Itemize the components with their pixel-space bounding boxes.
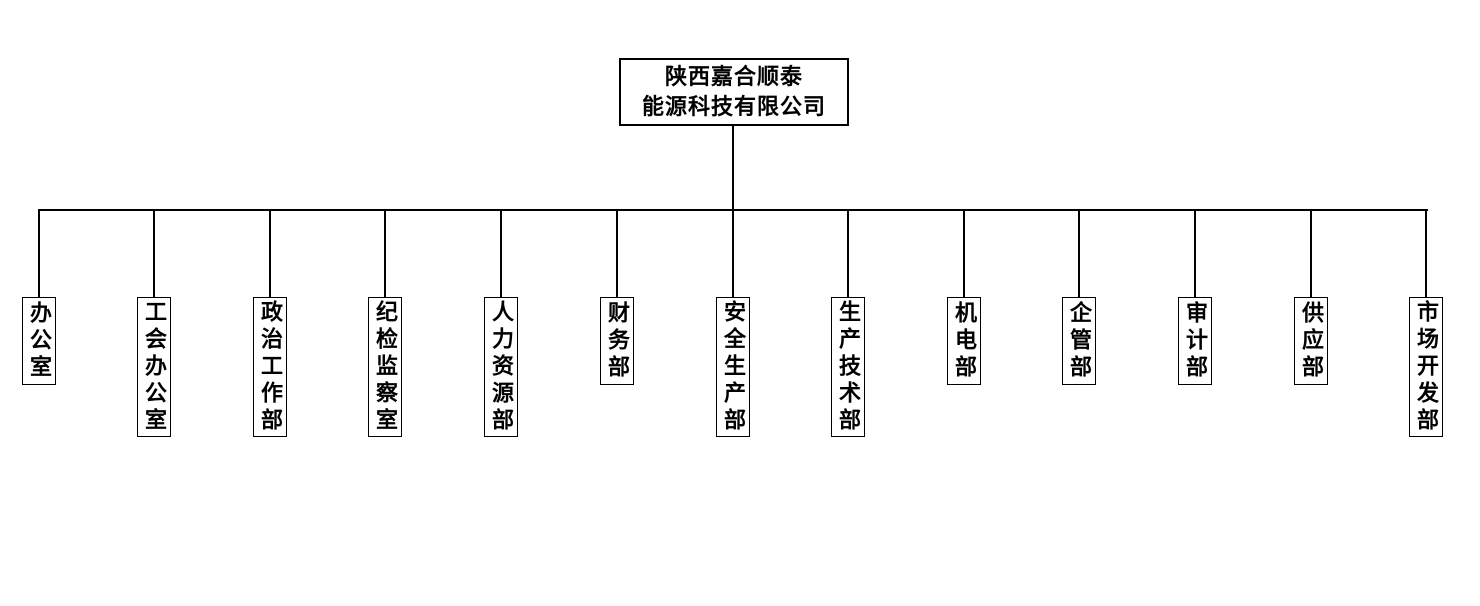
connector-drop [847, 209, 849, 298]
dept-box-production-technology: 生产技术部 [831, 297, 865, 437]
dept-box-political-work: 政治工作部 [253, 297, 287, 437]
dept-label: 供应部 [1299, 300, 1324, 382]
dept-box-discipline-inspection: 纪检监察室 [368, 297, 402, 437]
dept-box-finance: 财务部 [600, 297, 634, 385]
dept-label: 机电部 [952, 300, 977, 382]
org-root-box: 陕西嘉合顺泰 能源科技有限公司 [619, 58, 849, 126]
connector-drop [732, 209, 734, 298]
connector-drop [963, 209, 965, 298]
dept-label: 工会办公室 [142, 299, 167, 435]
dept-box-market-development: 市场开发部 [1409, 297, 1443, 437]
dept-box-audit: 审计部 [1178, 297, 1212, 385]
connector-drop [500, 209, 502, 298]
dept-box-safety-production: 安全生产部 [716, 297, 750, 437]
dept-label: 市场开发部 [1414, 299, 1439, 435]
dept-label: 财务部 [605, 300, 630, 382]
dept-box-mechanical-electrical: 机电部 [947, 297, 981, 385]
dept-box-supply: 供应部 [1294, 297, 1328, 385]
connector-drop [269, 209, 271, 298]
connector-drop [1310, 209, 1312, 298]
dept-label: 人力资源部 [489, 299, 514, 435]
dept-box-office: 办公室 [22, 297, 56, 385]
dept-label: 办公室 [27, 300, 52, 382]
company-name-line-1: 陕西嘉合顺泰 [664, 64, 803, 89]
connector-drop [616, 209, 618, 298]
connector-drop [153, 209, 155, 298]
dept-label: 政治工作部 [258, 299, 283, 435]
connector-drop [1194, 209, 1196, 298]
dept-label: 审计部 [1183, 300, 1208, 382]
dept-label: 纪检监察室 [373, 299, 398, 435]
company-name-line-2: 能源科技有限公司 [641, 94, 826, 119]
dept-label: 生产技术部 [836, 299, 861, 435]
connector-trunk [732, 126, 734, 209]
connector-drop [1078, 209, 1080, 298]
dept-label: 安全生产部 [721, 299, 746, 435]
connector-drop [38, 209, 40, 298]
dept-box-human-resources: 人力资源部 [484, 297, 518, 437]
connector-drop [384, 209, 386, 298]
dept-label: 企管部 [1067, 300, 1092, 382]
dept-box-union-office: 工会办公室 [137, 297, 171, 437]
connector-drop [1425, 209, 1427, 298]
dept-box-enterprise-management: 企管部 [1062, 297, 1096, 385]
